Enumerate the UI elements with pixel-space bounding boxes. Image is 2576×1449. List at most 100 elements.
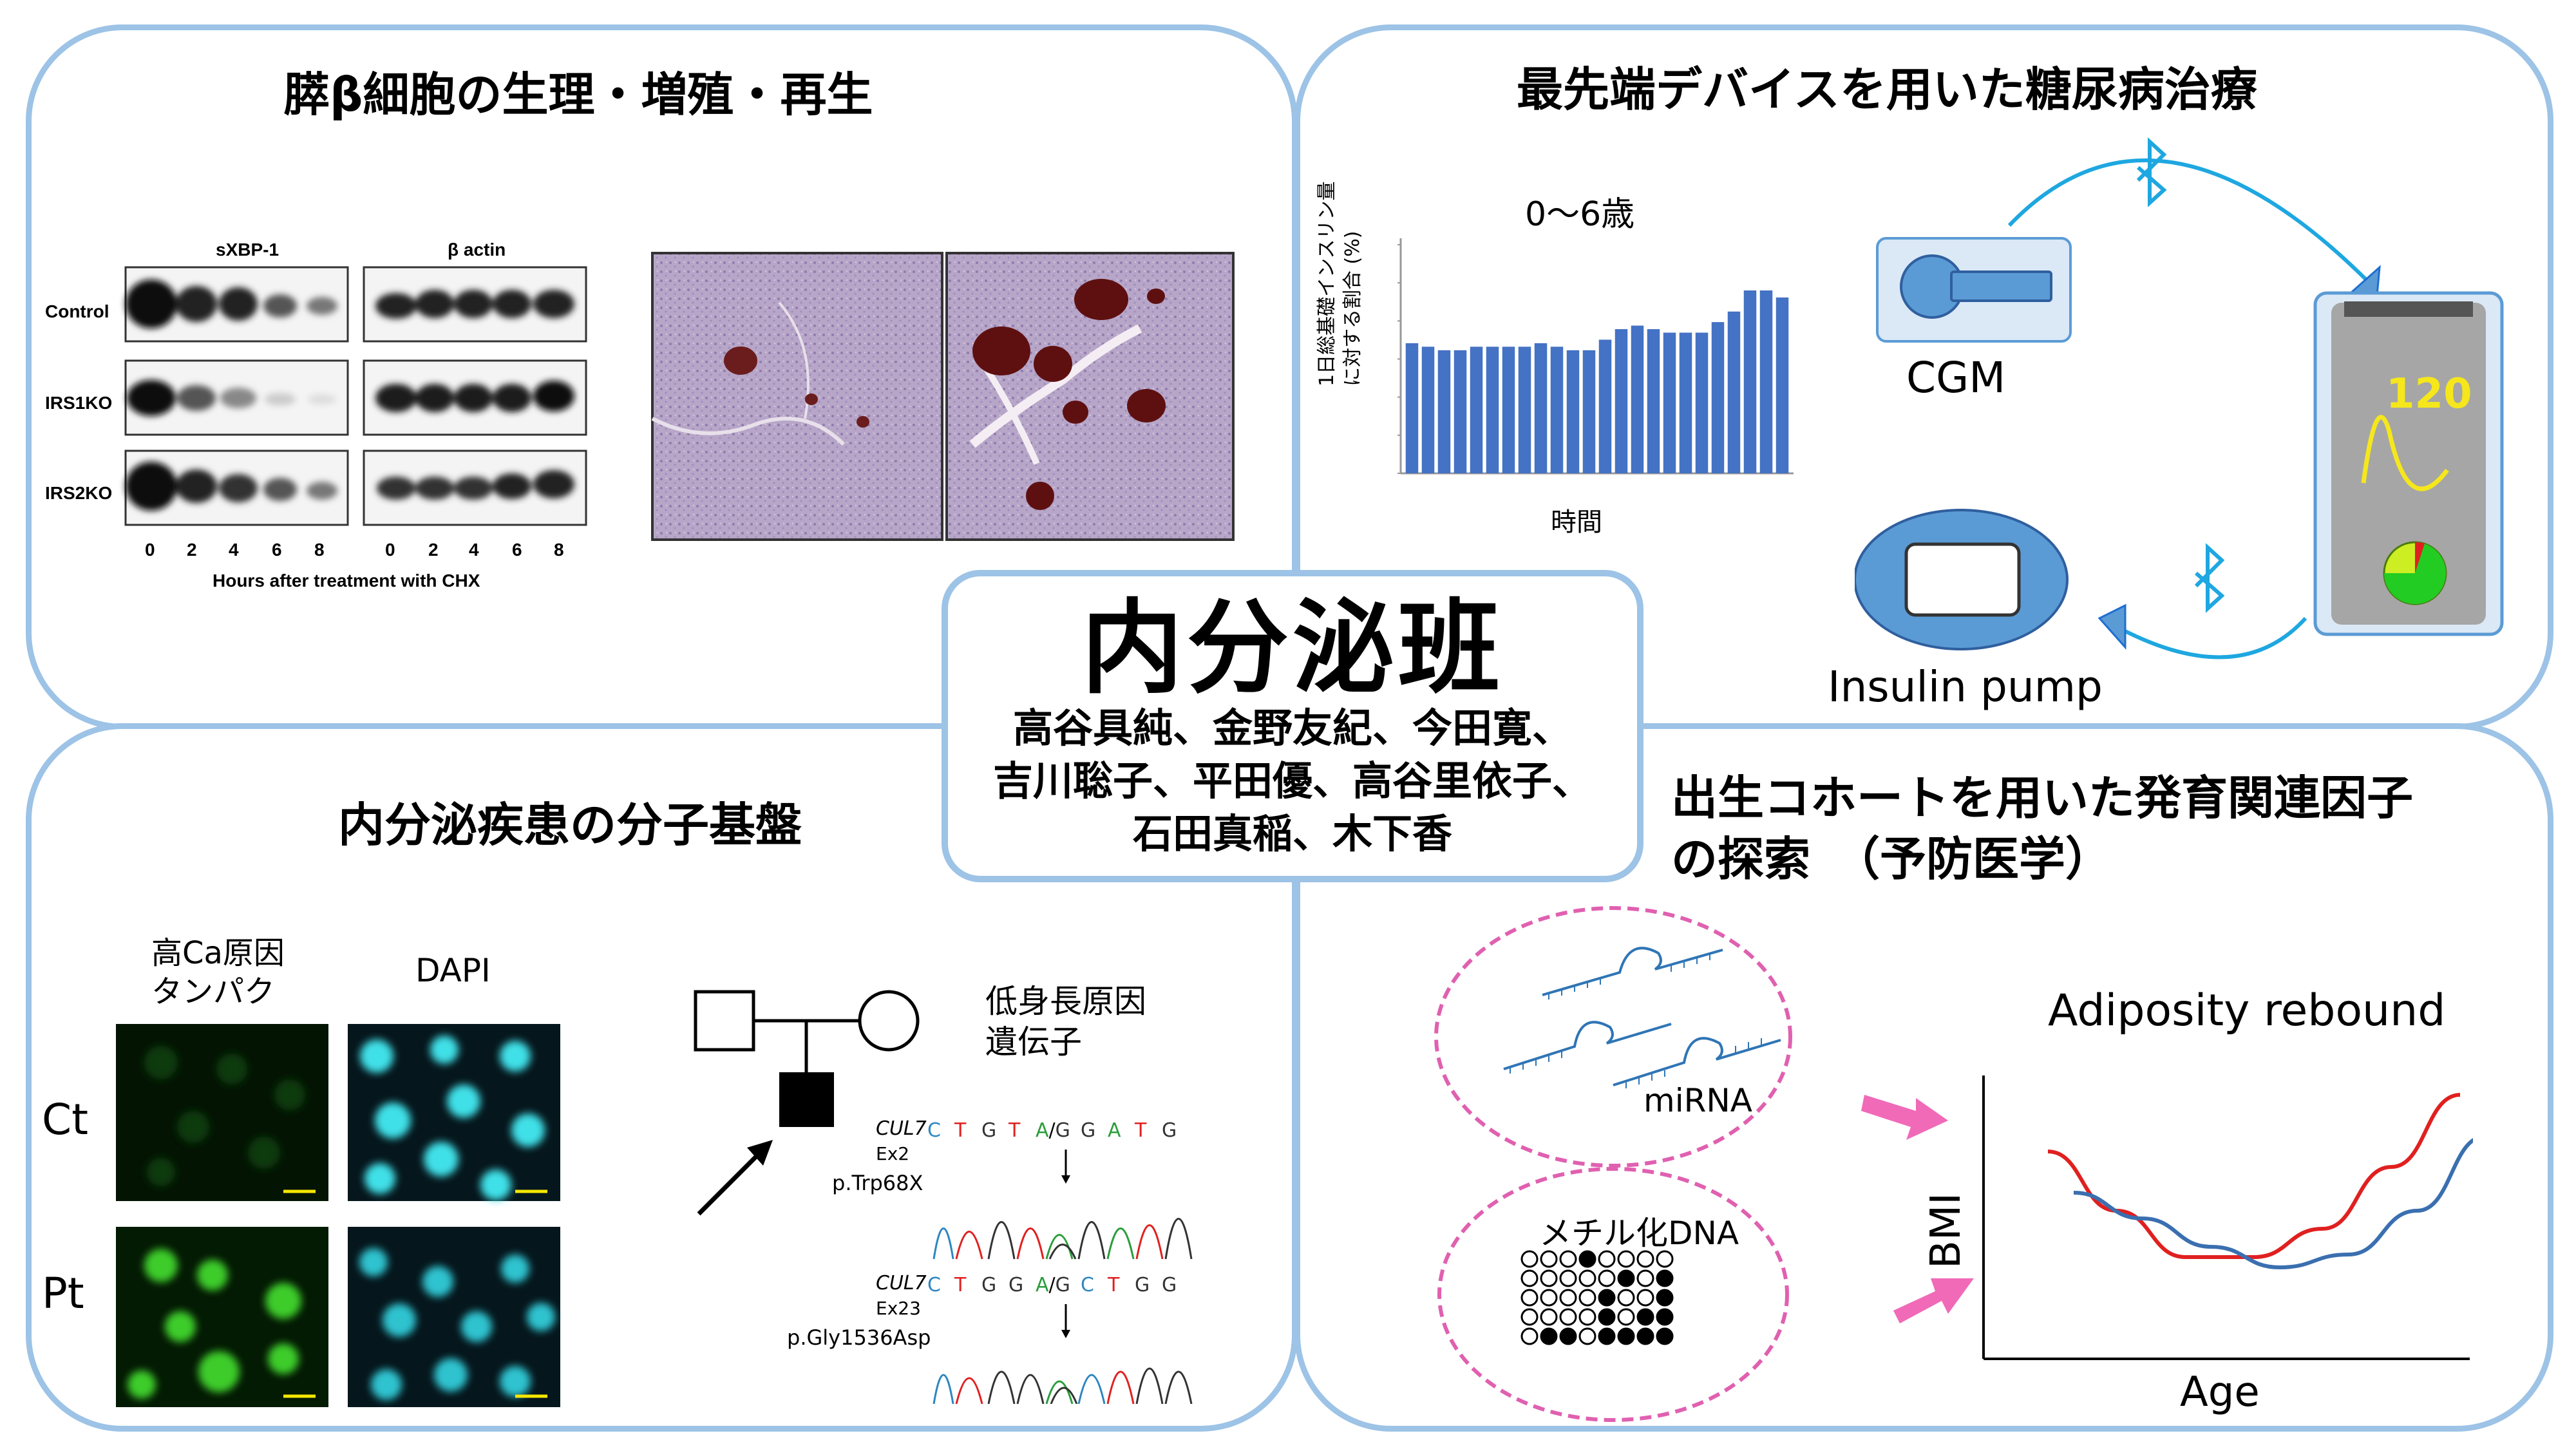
bmi-line-series-2 xyxy=(2073,1137,2473,1270)
blot-tick: 6 xyxy=(272,540,282,560)
team-members-line-1: 高谷具純、金野友紀、今田寛、 xyxy=(1012,705,1572,752)
basal-chart-title: 0～6歳 xyxy=(1525,195,1635,234)
unmethylated-site xyxy=(1578,1327,1596,1345)
arrow-methyl-to-chart xyxy=(1893,1278,1974,1323)
basal-bar xyxy=(1695,332,1709,473)
basal-bar xyxy=(1679,332,1692,473)
basal-bar xyxy=(1437,350,1451,473)
adiposity-chart-title: Adiposity rebound xyxy=(2048,985,2446,1036)
methylated-site xyxy=(1656,1289,1674,1307)
basal-bar xyxy=(1566,350,1580,473)
methylated-site xyxy=(1578,1250,1596,1268)
basal-chart-xlabel: 時間 xyxy=(1551,507,1602,537)
unmethylated-site xyxy=(1520,1289,1539,1307)
basal-chart-ylabel-1: 1日総基礎インスリン量 xyxy=(1316,181,1338,387)
seq-base: A xyxy=(1108,1119,1121,1142)
phone-glucose-value: 120 xyxy=(2386,370,2472,418)
seq2-gene: CUL7 xyxy=(876,1272,927,1294)
methylated-site xyxy=(1636,1327,1654,1345)
mirna-hairpins xyxy=(1503,947,1781,1086)
basal-bar xyxy=(1647,329,1660,473)
basal-bar xyxy=(1454,350,1467,473)
methylated-site xyxy=(1598,1327,1616,1345)
unmethylated-site xyxy=(1559,1250,1577,1268)
basal-bar xyxy=(1582,350,1596,473)
unmethylated-site xyxy=(1598,1269,1616,1287)
seq-base: G xyxy=(981,1274,996,1296)
unmethylated-site xyxy=(1559,1308,1577,1326)
unmethylated-site xyxy=(1540,1308,1558,1326)
unmethylated-site xyxy=(1578,1289,1596,1307)
unmethylated-site xyxy=(1520,1327,1539,1345)
methylation-label: メチル化DNA xyxy=(1539,1215,1739,1252)
seq-base: G xyxy=(981,1119,996,1142)
methylated-site xyxy=(1656,1269,1674,1287)
cgm-label: CGM xyxy=(1906,353,2006,402)
panel-title-birth-cohort-1: 出生コホートを用いた発育関連因子 xyxy=(1671,771,2414,825)
seq-base: G xyxy=(1162,1274,1177,1296)
basal-bar xyxy=(1743,290,1757,473)
unmethylated-site xyxy=(1540,1289,1558,1307)
methylated-site xyxy=(1617,1269,1635,1287)
blot-tick: 4 xyxy=(229,540,239,560)
methylated-site xyxy=(1598,1289,1616,1307)
unmethylated-site xyxy=(1559,1269,1577,1287)
unmethylated-site xyxy=(1636,1269,1654,1287)
basal-bar xyxy=(1598,339,1612,473)
seq-base: T xyxy=(1107,1274,1120,1296)
blot-tick: 8 xyxy=(314,540,325,560)
bluetooth-icon xyxy=(2194,543,2225,613)
basal-bar xyxy=(1615,329,1628,473)
bluetooth-icon xyxy=(2136,137,2167,207)
device-loop xyxy=(1855,137,2504,659)
seq-base: T xyxy=(1134,1119,1147,1142)
mirna-ellipse xyxy=(1434,906,1792,1168)
seq-base: T xyxy=(954,1274,967,1296)
arrow-to-pump xyxy=(2098,603,2126,650)
basal-bar xyxy=(1518,346,1531,473)
row-label-pt: Pt xyxy=(42,1269,84,1318)
blot-tick: 0 xyxy=(385,540,395,560)
arrow-mirna-to-chart xyxy=(1861,1095,1948,1140)
methylated-site xyxy=(1617,1327,1635,1345)
gene-label-2: 遺伝子 xyxy=(985,1023,1082,1061)
seq-base: C xyxy=(927,1119,941,1142)
panel-title-device-therapy: 最先端デバイスを用いた糖尿病治療 xyxy=(1517,62,2257,117)
unmethylated-site xyxy=(1636,1250,1654,1268)
panel-title-birth-cohort-2: の探索 （予防医学） xyxy=(1671,832,2112,886)
unmethylated-site xyxy=(1520,1250,1539,1268)
blot-row-control: Control xyxy=(45,301,109,321)
western-blot: sXBP-1 β actin Control IRS1KO IRS2KO xyxy=(39,232,612,592)
unmethylated-site xyxy=(1617,1308,1635,1326)
blot-tick: 2 xyxy=(187,540,197,560)
unmethylated-site xyxy=(1540,1250,1558,1268)
adiposity-chart-ylabel: BMI xyxy=(1922,1193,1970,1269)
pedigree-father xyxy=(694,990,755,1052)
seq-base: T xyxy=(954,1119,967,1142)
basal-chart-ylabel-2: に対する割合 (%) xyxy=(1341,231,1364,386)
seq-base: C xyxy=(927,1274,941,1296)
blot-tick: 2 xyxy=(428,540,439,560)
unmethylated-site xyxy=(1520,1269,1539,1287)
blot-tick: 4 xyxy=(469,540,479,560)
basal-bar xyxy=(1421,346,1435,473)
fluorescence-grid xyxy=(116,1024,560,1407)
seq-base: A/G xyxy=(1036,1274,1070,1296)
panel-title-molecular-basis: 内分泌疾患の分子基盤 xyxy=(338,798,802,852)
pedigree-chart xyxy=(694,990,920,1216)
blot-bands xyxy=(124,266,587,526)
insulin-pump-label: Insulin pump xyxy=(1828,662,2103,712)
col-label-ca-protein-1: 高Ca原因 xyxy=(151,935,285,971)
blot-label-sxbp1: sXBP-1 xyxy=(216,240,279,260)
unmethylated-site xyxy=(1559,1289,1577,1307)
row-label-ct: Ct xyxy=(42,1095,88,1144)
team-title: 内分泌班 xyxy=(1081,589,1504,708)
methylated-site xyxy=(1540,1327,1558,1345)
panel-title-beta-cell: 膵β細胞の生理・増殖・再生 xyxy=(283,68,873,122)
gene-label-1: 低身長原因 xyxy=(985,983,1146,1020)
unmethylated-site xyxy=(1598,1250,1616,1268)
team-name-box: 内分泌班 高谷具純、金野友紀、今田寛、 吉川聡子、平田優、高谷里依子、 石田真稲… xyxy=(942,570,1643,882)
seq2-variant: p.Gly1536Asp xyxy=(787,1325,931,1350)
blot-xlabel: Hours after treatment with CHX xyxy=(213,571,480,591)
